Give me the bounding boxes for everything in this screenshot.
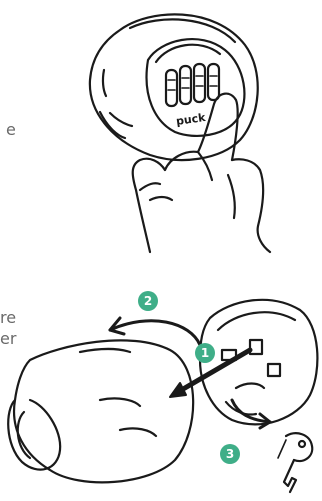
step-badge-1: 1 [195, 343, 215, 363]
step-badge-2: 2 [138, 291, 158, 311]
step-badge-3: 3 [220, 444, 240, 464]
